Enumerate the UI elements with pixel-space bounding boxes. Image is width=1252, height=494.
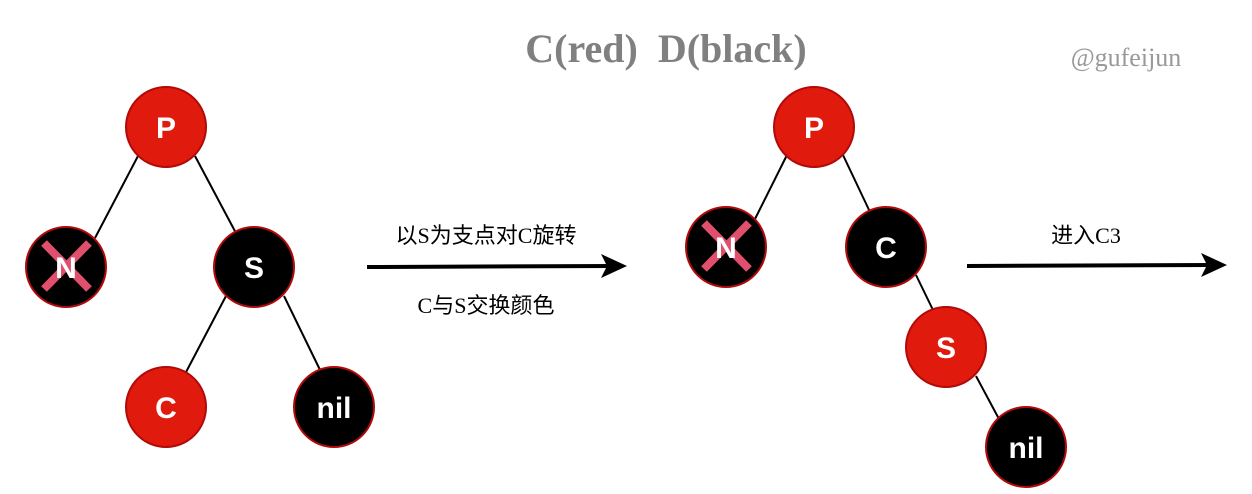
node-nil-right-label: nil xyxy=(1009,432,1044,465)
step1-arrow-shaft xyxy=(366,264,615,269)
step2-arrow-shaft xyxy=(966,263,1215,268)
node-n-right: N xyxy=(685,206,767,288)
left-tree: P N S C nil xyxy=(25,86,375,448)
watermark: @gufeijun xyxy=(1071,43,1182,72)
edge-s-nil-left xyxy=(283,295,323,375)
edge-p-s-left xyxy=(194,155,238,236)
node-s-right: S xyxy=(905,306,987,388)
node-p-right: P xyxy=(773,86,855,168)
edge-p-n-right xyxy=(754,154,788,220)
edge-c-s-right xyxy=(915,274,934,311)
diagram-title: C(red) D(black) xyxy=(525,26,806,71)
cross-icon xyxy=(701,220,752,272)
node-c-right-label: C xyxy=(875,232,897,265)
node-c-left: C xyxy=(125,366,207,448)
step2-caption: 进入C3 xyxy=(1051,223,1121,248)
node-n-left-label: N xyxy=(55,252,77,285)
step2-arrowhead-icon xyxy=(1201,253,1227,277)
cross-icon xyxy=(41,240,92,292)
node-nil-left-label: nil xyxy=(317,392,352,425)
step1-transition: 以S为支点对C旋转 C与S交换颜色 xyxy=(366,223,627,318)
node-nil-right: nil xyxy=(985,406,1067,488)
node-p-left-label: P xyxy=(156,112,176,145)
step2-transition: 进入C3 xyxy=(966,223,1227,277)
node-nil-left: nil xyxy=(293,366,375,448)
node-s-left-label: S xyxy=(244,252,264,285)
step1-caption-top: 以S为支点对C旋转 xyxy=(396,223,577,248)
right-tree: P N C S nil xyxy=(685,86,1067,488)
node-s-left: S xyxy=(213,226,295,308)
step1-arrowhead-icon xyxy=(601,254,627,278)
node-p-left: P xyxy=(125,86,207,168)
node-c-left-label: C xyxy=(155,392,177,425)
edge-s-c-left xyxy=(184,295,227,375)
step1-caption-bottom: C与S交换颜色 xyxy=(418,293,555,318)
node-n-right-label: N xyxy=(715,232,737,265)
edge-p-n-left xyxy=(94,155,139,239)
edge-p-c-right xyxy=(842,154,871,213)
node-n-left: N xyxy=(25,226,107,308)
node-c-right: C xyxy=(845,206,927,288)
edge-s-nil-right xyxy=(975,375,1000,420)
node-p-right-label: P xyxy=(804,112,824,145)
node-s-right-label: S xyxy=(936,332,956,365)
